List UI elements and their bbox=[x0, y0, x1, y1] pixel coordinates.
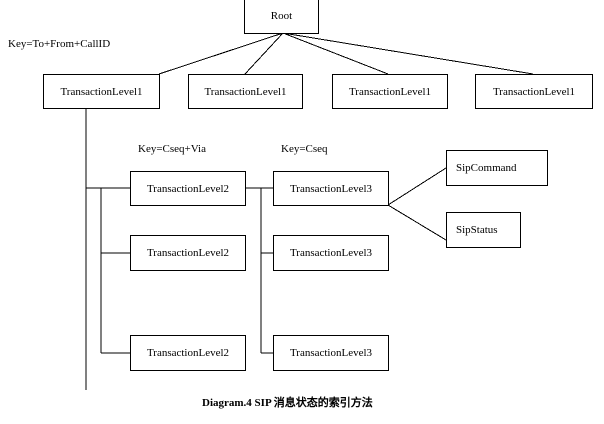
node-level1-a-label: TransactionLevel1 bbox=[60, 85, 143, 98]
node-level1-d[interactable]: TransactionLevel1 bbox=[475, 74, 593, 109]
edge-level3-to-sipcommand bbox=[387, 167, 447, 206]
edge-root-to-level1-a bbox=[158, 32, 284, 75]
edge-level3-to-sipstatus bbox=[387, 204, 447, 241]
node-level3-b[interactable]: TransactionLevel3 bbox=[273, 235, 389, 271]
node-sip-status-label: SipStatus bbox=[456, 224, 498, 236]
node-level1-c[interactable]: TransactionLevel1 bbox=[332, 74, 448, 109]
node-level2-b[interactable]: TransactionLevel2 bbox=[130, 235, 246, 271]
node-level2-b-label: TransactionLevel2 bbox=[146, 247, 230, 259]
node-level1-c-label: TransactionLevel1 bbox=[348, 85, 432, 98]
key-label-level1: Key=To+From+CallID bbox=[8, 38, 111, 50]
node-level3-a[interactable]: TransactionLevel3 bbox=[273, 171, 389, 206]
node-sip-command-label: SipCommand bbox=[456, 162, 517, 174]
node-root[interactable]: Root bbox=[244, 0, 319, 34]
node-level3-c-label: TransactionLevel3 bbox=[289, 347, 373, 359]
edge-root-to-level1-b bbox=[244, 32, 284, 75]
node-level1-a[interactable]: TransactionLevel1 bbox=[43, 74, 160, 109]
diagram-caption: Diagram.4 SIP 消息状态的索引方法 bbox=[202, 397, 373, 409]
node-sip-command[interactable]: SipCommand bbox=[446, 150, 548, 186]
edge-root-to-level1-d bbox=[282, 32, 534, 75]
node-root-label: Root bbox=[270, 10, 293, 22]
node-level2-c[interactable]: TransactionLevel2 bbox=[130, 335, 246, 371]
node-level3-c[interactable]: TransactionLevel3 bbox=[273, 335, 389, 371]
key-label-level2: Key=Cseq+Via bbox=[138, 143, 206, 155]
node-level1-d-label: TransactionLevel1 bbox=[492, 85, 576, 98]
node-level2-a[interactable]: TransactionLevel2 bbox=[130, 171, 246, 206]
node-level1-b-label: TransactionLevel1 bbox=[204, 85, 287, 98]
node-level2-a-label: TransactionLevel2 bbox=[146, 182, 230, 195]
edge-root-to-level1-c bbox=[282, 32, 389, 75]
node-level2-c-label: TransactionLevel2 bbox=[146, 347, 230, 359]
node-level1-b[interactable]: TransactionLevel1 bbox=[188, 74, 303, 109]
key-label-level3: Key=Cseq bbox=[281, 143, 328, 155]
node-level3-a-label: TransactionLevel3 bbox=[289, 182, 373, 195]
node-sip-status[interactable]: SipStatus bbox=[446, 212, 521, 248]
node-level3-b-label: TransactionLevel3 bbox=[289, 247, 373, 259]
